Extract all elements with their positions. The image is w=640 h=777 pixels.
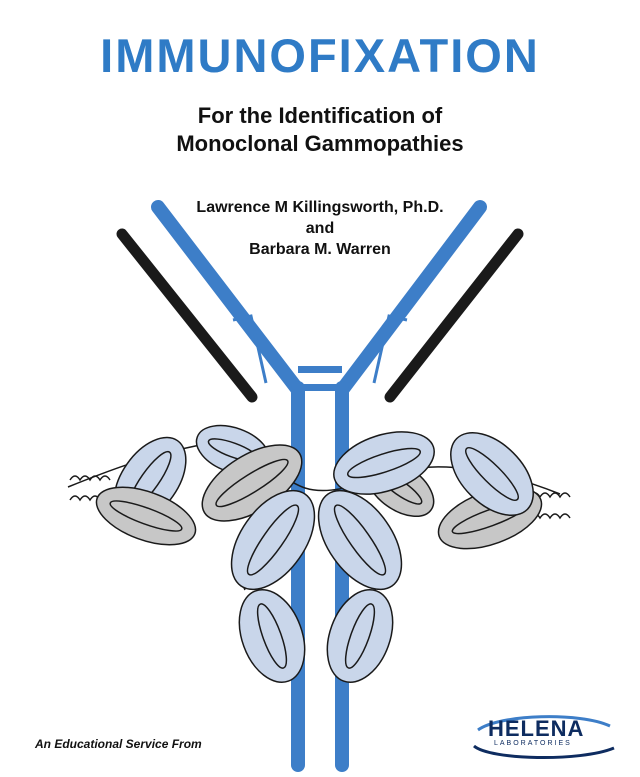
logo-subtitle: LABORATORIES <box>494 740 572 747</box>
hinge-bridge-2 <box>298 384 342 391</box>
author-2: Barbara M. Warren <box>249 241 391 258</box>
right-light-chain <box>384 228 524 403</box>
logo-name: HELENA <box>488 716 585 741</box>
left-arm-connector <box>232 314 268 384</box>
helena-logo: HELENA LABORATORIES <box>470 712 620 762</box>
author-1: Lawrence M Killingsworth, Ph.D. <box>196 199 444 216</box>
right-arm-connector <box>372 314 408 384</box>
educational-service-text: An Educational Service From <box>35 737 202 751</box>
logo-swoosh-icon <box>473 715 615 760</box>
domain-ch3-left <box>238 588 306 684</box>
domain-ch3-right <box>326 588 394 684</box>
left-light-chain <box>116 228 258 403</box>
hinge-bridge-1 <box>298 366 342 373</box>
domain-ch2-right <box>317 489 403 591</box>
document-title: IMMUNOFIXATION <box>100 29 540 82</box>
domain-left-gray <box>95 486 197 546</box>
authors-block: Lawrence M Killingsworth, Ph.D. and Barb… <box>0 197 640 260</box>
authors-conjunction: and <box>305 220 335 237</box>
subtitle-line-1: For the Identification of <box>197 103 443 128</box>
subtitle-line-2: Monoclonal Gammopathies <box>176 131 464 156</box>
domain-ch2-left <box>230 489 316 591</box>
heavy-chain <box>151 200 487 772</box>
left-coil-top <box>69 475 111 482</box>
document-subtitle: For the Identification of Monoclonal Gam… <box>0 102 640 158</box>
domain-right-fab-blue <box>333 431 435 495</box>
